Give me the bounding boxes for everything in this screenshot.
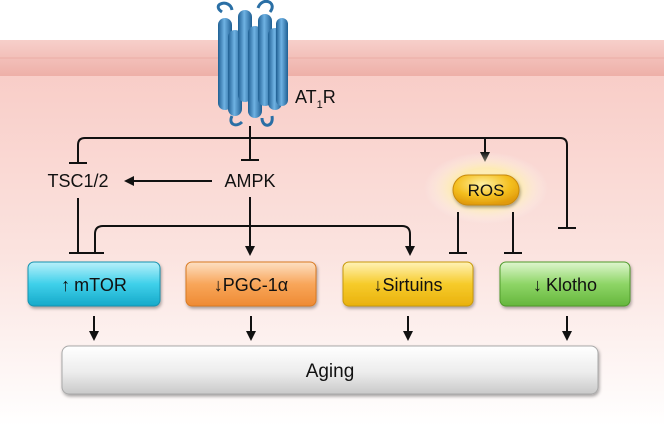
pgc-arrow: ↓: [214, 275, 223, 295]
at1r-receptor-icon: [216, 0, 288, 127]
top-branch-line: [77, 137, 568, 228]
pgc-box: ↓PGC-1α: [185, 261, 317, 307]
sirtuins-arrow: ↓: [373, 275, 382, 295]
mtor-arrow: ↑: [61, 275, 70, 295]
svg-text:↓Klotho: ↓Klotho: [533, 275, 597, 295]
aging-label: Aging: [306, 361, 355, 382]
ampk-sirtuin-branch: [94, 225, 415, 256]
ros-node: [452, 174, 520, 206]
svg-text:↓PGC-1α: ↓PGC-1α: [214, 275, 288, 295]
klotho-box: ↓Klotho: [499, 261, 631, 307]
tsc-label: TSC1/2: [47, 171, 108, 191]
pgc-label: PGC-1α: [223, 275, 288, 295]
mtor-box: ↑mTOR: [27, 261, 161, 307]
svg-text:↓Sirtuins: ↓Sirtuins: [373, 275, 442, 295]
sirtuins-label: Sirtuins: [382, 275, 442, 295]
ros-label: ROS: [468, 181, 505, 200]
klotho-label: Klotho: [546, 275, 597, 295]
aging-box: Aging: [61, 345, 599, 395]
sirtuins-box: ↓Sirtuins: [342, 261, 474, 307]
receptor-label: AT1R: [295, 87, 336, 111]
mtor-label: mTOR: [74, 275, 127, 295]
ampk-label: AMPK: [224, 171, 275, 191]
svg-text:↑mTOR: ↑mTOR: [61, 275, 127, 295]
klotho-arrow: ↓: [533, 275, 542, 295]
